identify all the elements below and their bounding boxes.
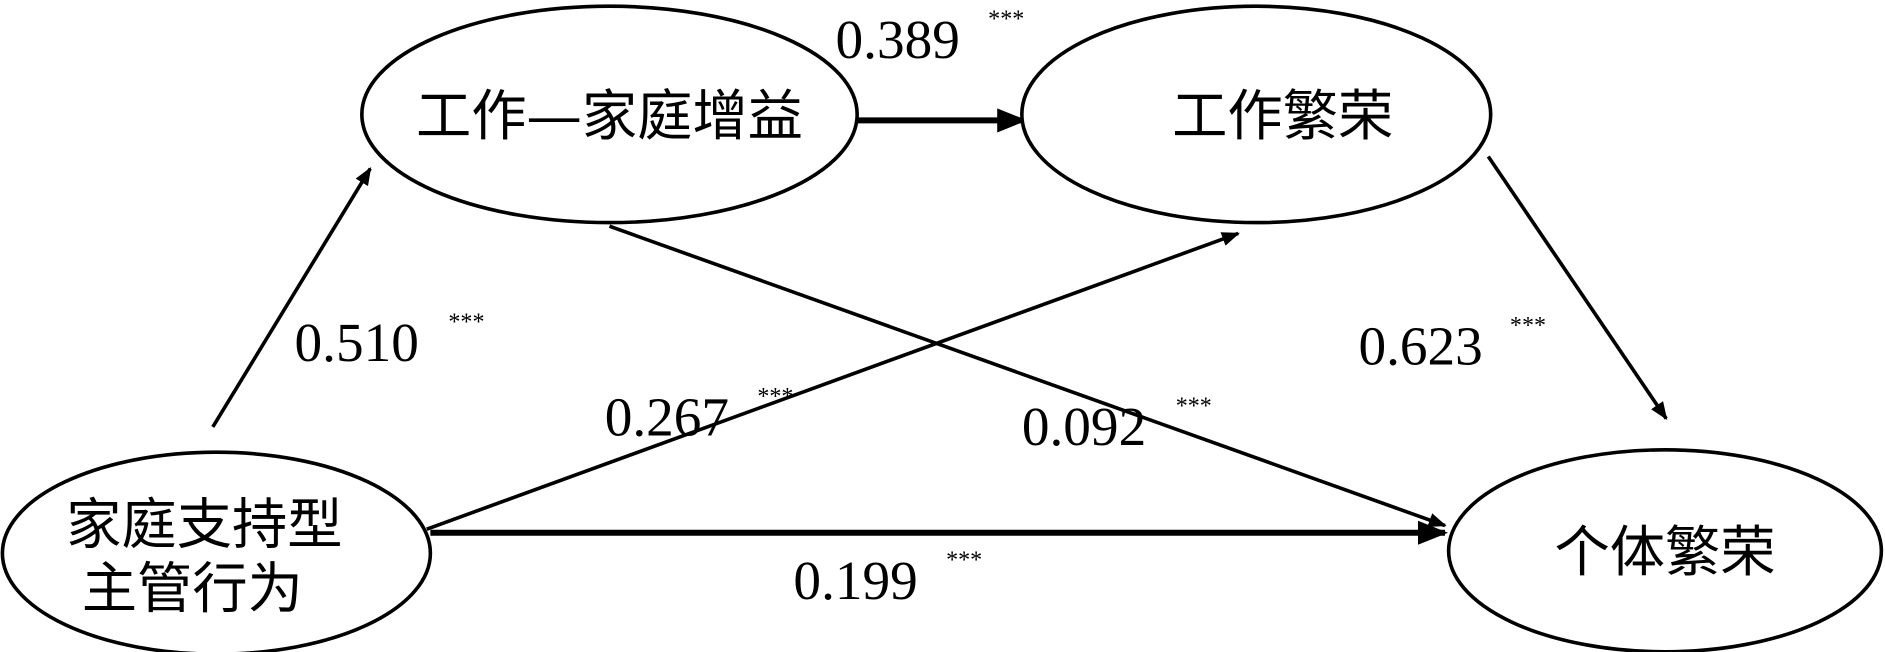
node-label-fsb-line2: 主管行为	[82, 557, 303, 621]
sig-stars: ***	[946, 548, 982, 574]
sig-stars: ***	[448, 310, 484, 336]
coef-fsb-to-wfe: 0.510 ***	[295, 310, 485, 373]
coef-wfe-to-individual: 0.092 ***	[1022, 394, 1212, 457]
sig-stars: ***	[1510, 313, 1546, 339]
sig-stars: ***	[988, 7, 1024, 33]
node-label-work-thriving: 工作繁荣	[1172, 85, 1393, 149]
node-label-individual-thriving: 个体繁荣	[1554, 521, 1775, 585]
node-work-family-enrichment	[360, 4, 859, 225]
arrow-work-to-individual	[1486, 155, 1668, 421]
coef-value: 0.623	[1358, 315, 1482, 376]
coef-value: 0.267	[605, 386, 729, 447]
node-work-thriving	[1020, 4, 1493, 225]
coef-work-to-individual: 0.623 ***	[1358, 313, 1546, 376]
coef-value: 0.092	[1022, 396, 1146, 457]
arrow-wfe-to-individual	[608, 224, 1447, 528]
coef-value: 0.510	[295, 312, 419, 373]
coef-value: 0.199	[793, 550, 917, 611]
coef-wfe-to-work: 0.389 ***	[836, 7, 1025, 70]
node-label-fsb-line1: 家庭支持型	[66, 494, 342, 558]
arrow-fsb-to-wfe	[211, 166, 372, 428]
sig-stars: ***	[757, 384, 793, 410]
sig-stars: ***	[1176, 394, 1212, 420]
coef-fsb-to-individual: 0.199 ***	[793, 548, 982, 611]
coef-value: 0.389	[836, 9, 960, 70]
node-family-supportive-supervisor	[0, 450, 433, 652]
coef-fsb-to-work: 0.267 ***	[605, 384, 794, 447]
arrow-fsb-to-work	[426, 231, 1240, 531]
node-label-wfe: 工作—家庭增益	[416, 85, 803, 149]
